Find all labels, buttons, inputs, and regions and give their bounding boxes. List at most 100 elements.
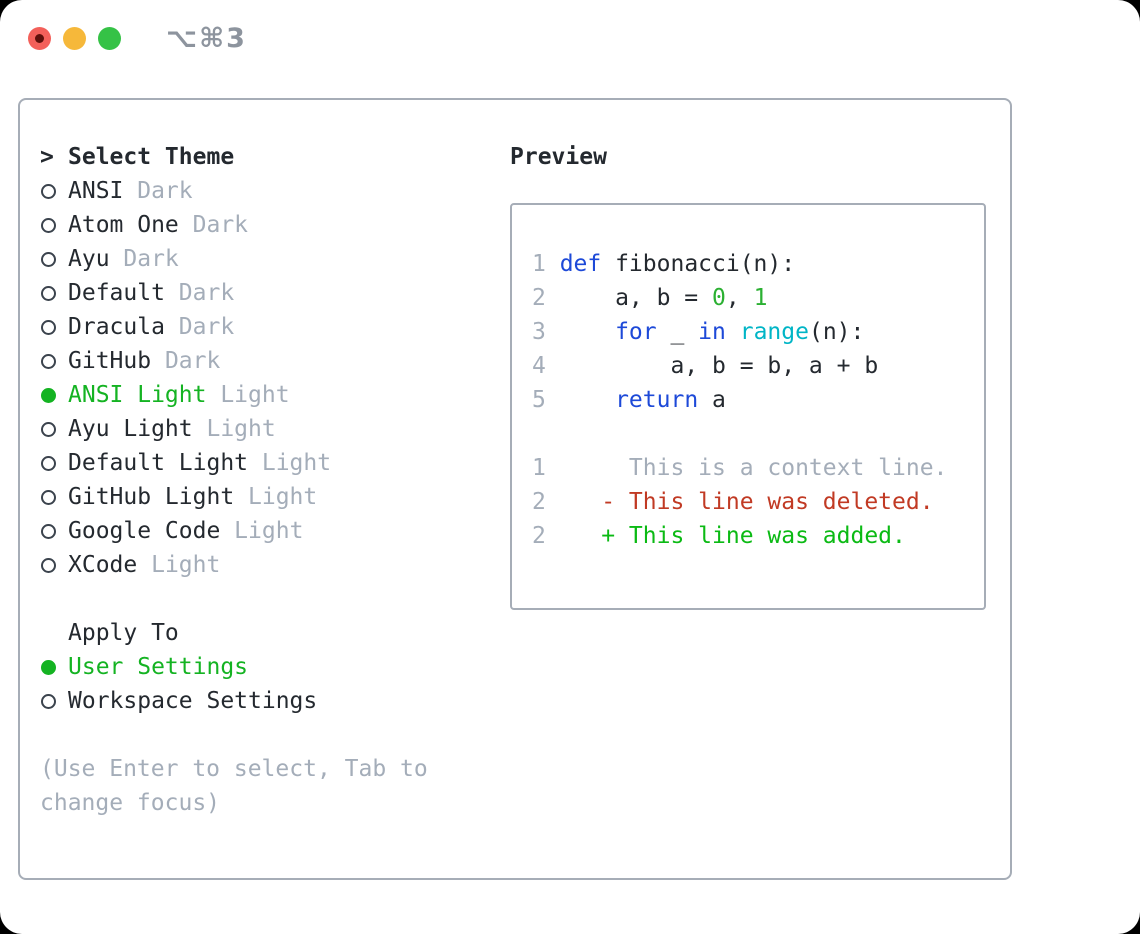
radio-column (40, 455, 68, 471)
radio-icon (41, 183, 56, 199)
code-line: 1 This is a context line. (532, 451, 984, 485)
line-number: 3 (532, 319, 546, 345)
radio-icon (41, 693, 56, 709)
option-label: GitHub (68, 348, 152, 374)
theme-item-ansi-light[interactable]: ANSI Light Light (40, 378, 480, 412)
radio-column (40, 659, 68, 675)
select-theme-title: Select Theme (68, 144, 235, 170)
theme-item-xcode[interactable]: XCode Light (40, 548, 480, 582)
theme-item-dracula[interactable]: Dracula Dark (40, 310, 480, 344)
option-label: Ayu (68, 246, 110, 272)
theme-variant-label: Dark (109, 246, 179, 272)
code-token-keyword: return (615, 387, 699, 413)
theme-item-github[interactable]: GitHub Dark (40, 344, 480, 378)
radio-column (40, 251, 68, 267)
code-token-number: 0 (712, 285, 726, 311)
minimize-button[interactable] (63, 27, 86, 50)
theme-item-ansi[interactable]: ANSI Dark (40, 174, 480, 208)
help-text: (Use Enter to select, Tab to change focu… (40, 756, 428, 816)
radio-selected-icon (41, 387, 56, 403)
close-button[interactable] (28, 27, 51, 50)
code-line: 5 return a (532, 383, 984, 417)
radio-icon (41, 421, 56, 437)
radio-icon (41, 251, 56, 267)
code-token-plain: (n): (808, 319, 865, 345)
theme-item-ayu[interactable]: Ayu Dark (40, 242, 480, 276)
theme-variant-label: Dark (164, 280, 235, 306)
theme-variant-label: Light (206, 382, 290, 408)
radio-column (40, 183, 68, 199)
code-line: 2 a, b = 0, 1 (532, 281, 984, 315)
radio-column (40, 217, 68, 233)
radio-icon (41, 489, 56, 505)
code-line: 2 - This line was deleted. (532, 485, 984, 519)
radio-column (40, 693, 68, 709)
zoom-button[interactable] (98, 27, 121, 50)
code-token-plain (560, 387, 615, 413)
code-line: 2 + This line was added. (532, 519, 984, 553)
code-token-keyword: def (559, 251, 602, 277)
radio-selected-icon (41, 659, 56, 675)
option-label: Atom One (68, 212, 179, 238)
option-label: GitHub Light (68, 484, 235, 510)
radio-column (40, 285, 68, 301)
radio-icon (41, 217, 56, 233)
theme-variant-label: Dark (164, 314, 235, 340)
code-token-number: 1 (753, 285, 768, 311)
theme-item-default[interactable]: Default Dark (40, 276, 480, 310)
code-token-keyword: for (615, 319, 657, 345)
option-label: XCode (68, 552, 138, 578)
radio-icon (41, 353, 56, 369)
code-token-plain (726, 319, 740, 345)
code-token-plain: a, b = (559, 285, 713, 311)
radio-icon (41, 285, 56, 301)
line-number: 5 (532, 387, 546, 413)
theme-variant-label: Dark (178, 212, 249, 238)
code-token-context: This is a context line. (559, 455, 948, 481)
code-line: 3 for _ in range(n): (532, 315, 984, 349)
option-label: ANSI Light (68, 382, 207, 408)
code-token-builtin: range (739, 319, 809, 345)
theme-variant-label: Light (192, 416, 276, 442)
theme-item-atom-one[interactable]: Atom One Dark (40, 208, 480, 242)
code-token-plain: _ (656, 319, 699, 345)
line-number: 2 (532, 523, 546, 549)
radio-column (40, 523, 68, 539)
theme-variant-label: Light (234, 484, 318, 510)
apply-to-title: Apply To (68, 620, 179, 646)
radio-icon (41, 319, 56, 335)
code-token-plain: a, b = b, a + b (559, 353, 879, 379)
code-token-plain: , (725, 285, 754, 311)
option-label: Dracula (68, 314, 165, 340)
theme-variant-label: Light (248, 450, 332, 476)
window-controls (28, 27, 121, 50)
line-number: 2 (532, 285, 546, 311)
code-token-added: + This line was added. (559, 523, 906, 549)
radio-column (40, 387, 68, 403)
radio-icon (41, 523, 56, 539)
radio-column (40, 557, 68, 573)
code-token-keyword: in (698, 319, 726, 345)
line-number: 4 (532, 353, 546, 379)
apply-option-workspace-settings[interactable]: Workspace Settings (40, 684, 480, 718)
option-label: Default Light (68, 450, 249, 476)
theme-item-ayu-light[interactable]: Ayu Light Light (40, 412, 480, 446)
theme-item-github-light[interactable]: GitHub Light Light (40, 480, 480, 514)
line-number: 2 (532, 489, 546, 515)
apply-option-user-settings[interactable]: User Settings (40, 650, 480, 684)
radio-column (40, 421, 68, 437)
option-label: Google Code (68, 518, 221, 544)
theme-item-default-light[interactable]: Default Light Light (40, 446, 480, 480)
theme-variant-label: Light (220, 518, 304, 544)
code-token-deleted: - This line was deleted. (559, 489, 934, 515)
radio-icon (41, 557, 56, 573)
theme-item-google-code[interactable]: Google Code Light (40, 514, 480, 548)
theme-variant-label: Dark (123, 178, 193, 204)
